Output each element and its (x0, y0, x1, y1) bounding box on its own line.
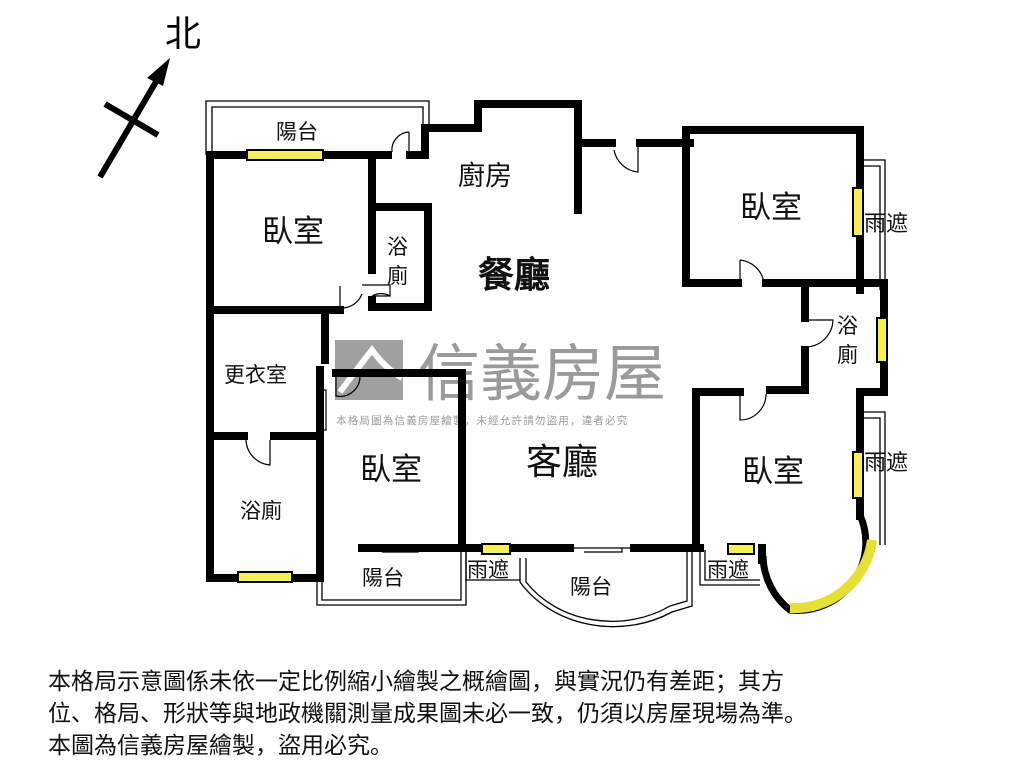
bay-window (789, 539, 877, 614)
room-label-closet: 更衣室 (224, 363, 287, 387)
doors (245, 131, 834, 553)
room-label-bath-east-1: 浴 (837, 314, 858, 338)
room-label-bedroom-ne: 臥室 (740, 190, 802, 226)
room-label-bath-small-2: 廁 (387, 264, 408, 288)
room-label-bedroom-center: 臥室 (360, 452, 422, 488)
room-label-balcony-top: 陽台 (276, 120, 318, 144)
room-labels: 陽台 廚房 臥室 浴 廁 餐廳 臥室 雨遮 浴 廁 更衣室 浴廁 臥室 客廳 臥… (224, 120, 908, 599)
room-label-bedroom-se: 臥室 (742, 454, 804, 490)
room-label-bath-east-2: 廁 (837, 343, 858, 367)
disclaimer-line-2: 位、格局、形狀等與地政機關測量成果圖未必一致，仍須以房屋現場為準。 (48, 701, 807, 727)
room-label-kitchen: 廚房 (458, 161, 512, 192)
compass-label: 北 (165, 14, 201, 55)
room-label-canopy-se: 雨遮 (864, 451, 908, 476)
north-arrow-icon (147, 58, 170, 86)
room-label-bedroom-nw: 臥室 (262, 214, 324, 250)
disclaimer: 本格局示意圖係未依一定比例縮小繪製之概繪圖，與實況仍有差距；其方 位、格局、形狀… (48, 666, 988, 762)
room-label-canopy-s1: 雨遮 (467, 558, 509, 582)
balcony-outlines (205, 100, 886, 628)
room-label-dining: 餐廳 (478, 254, 550, 296)
watermark-subtitle: 本格局圖為信義房屋繪製，未經允許請勿盜用，違者必究 (336, 414, 629, 427)
room-label-bath-west: 浴廁 (240, 499, 282, 523)
room-label-balcony-s: 陽台 (570, 575, 612, 599)
room-label-canopy-s2: 雨遮 (707, 558, 749, 582)
bay-wall (759, 513, 870, 614)
room-label-living: 客廳 (526, 442, 598, 483)
disclaimer-line-3: 本圖為信義房屋繪製，盜用必究。 (48, 733, 393, 759)
watermark: 信義房屋 本格局圖為信義房屋繪製，未經允許請勿盜用，違者必究 (335, 337, 666, 427)
disclaimer-line-1: 本格局示意圖係未依一定比例縮小繪製之概繪圖，與實況仍有差距；其方 (48, 669, 784, 695)
room-label-balcony-sw: 陽台 (362, 566, 404, 590)
room-label-bath-small-1: 浴 (387, 235, 408, 259)
north-compass: 北 (97, 14, 201, 179)
windows (237, 149, 888, 583)
room-label-canopy-ne: 雨遮 (864, 212, 908, 237)
